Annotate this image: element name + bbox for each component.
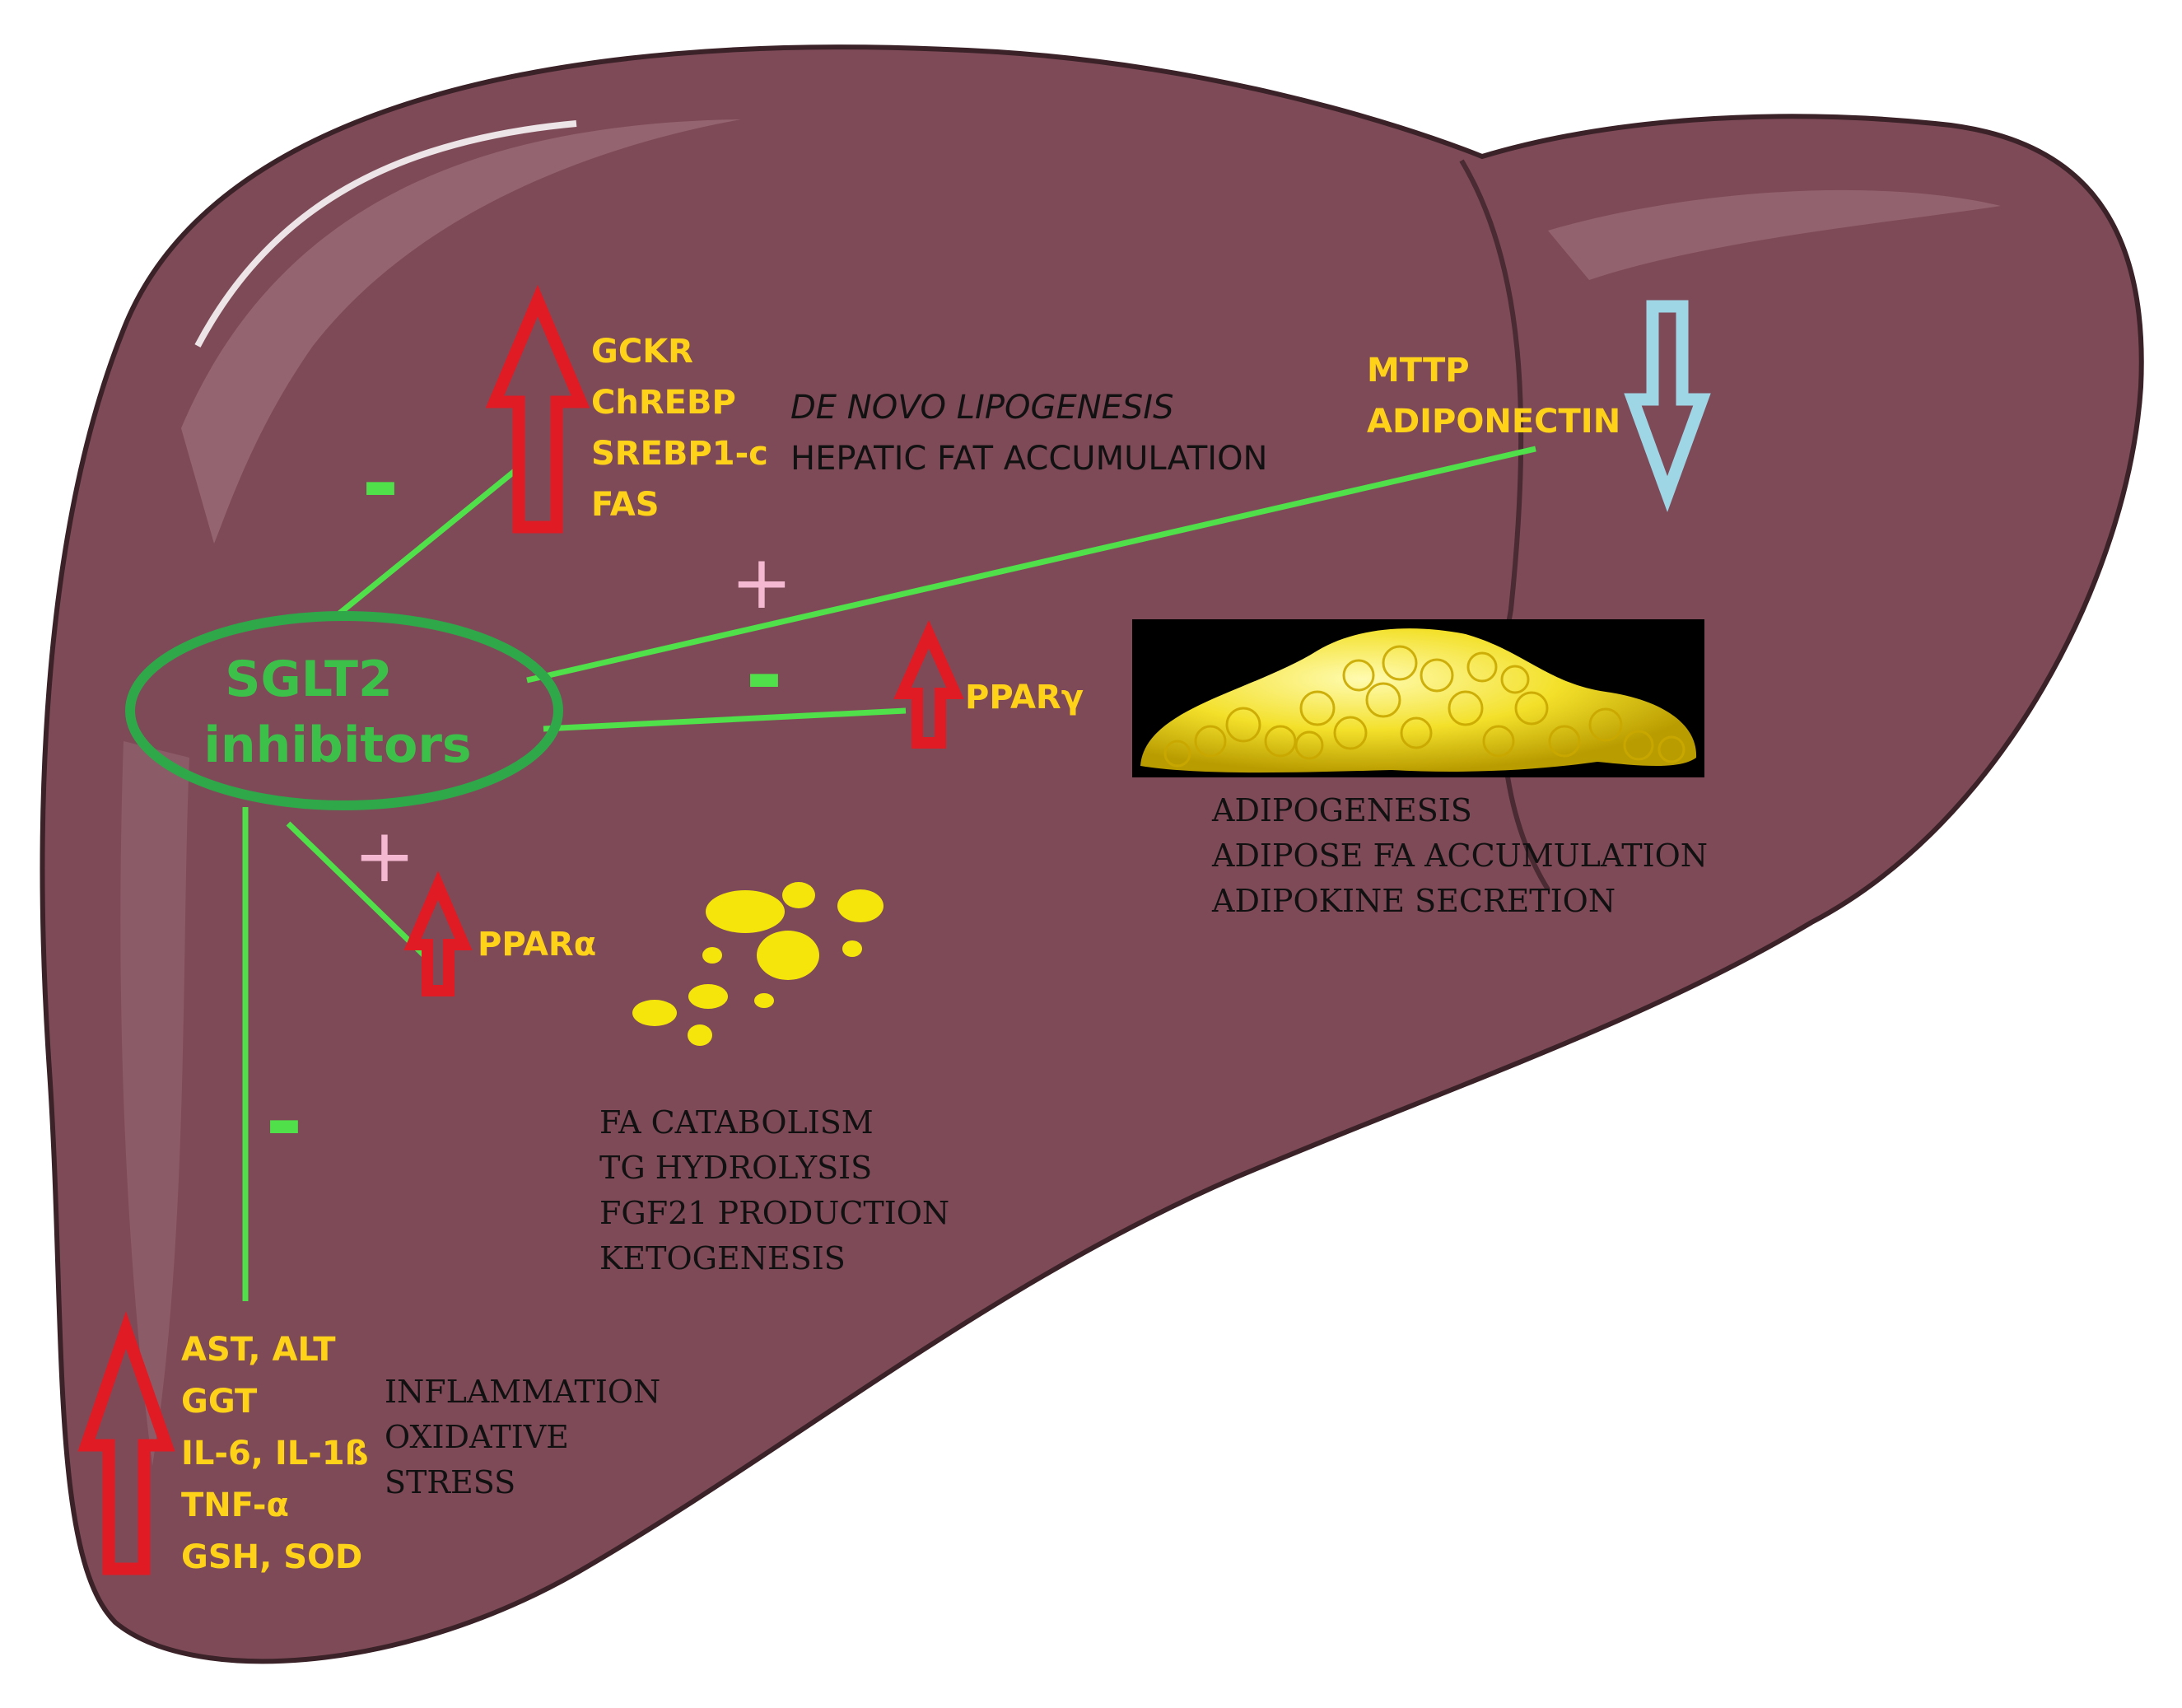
effect-ketogenesis: KETOGENESIS xyxy=(599,1240,846,1276)
plus-sign-adiponectin: + xyxy=(730,539,792,626)
lobe-division-line xyxy=(1459,159,1550,891)
marker-fas: FAS xyxy=(591,486,660,524)
marker-ggt: GGT xyxy=(181,1383,258,1421)
up-arrow-lipogenesis xyxy=(485,284,590,534)
marker-mttp: MTTP xyxy=(1367,352,1470,390)
up-arrow-inflammation xyxy=(77,1311,175,1575)
fat-droplets xyxy=(632,882,884,1046)
effect-inflammation: INFLAMMATION xyxy=(385,1374,660,1410)
sglt2-label: SGLT2 xyxy=(225,651,392,708)
marker-tnf-alpha: TNF-α xyxy=(181,1486,289,1524)
down-arrow-adiponectin xyxy=(1624,300,1711,512)
connection-lines xyxy=(242,446,1536,1301)
line-to-adiponectin xyxy=(526,446,1536,684)
effect-tg-hydrolysis: TG HYDROLYSIS xyxy=(599,1150,872,1186)
effect-de-novo-lipogenesis: DE NOVO LIPOGENESIS xyxy=(790,389,1174,427)
liver-shine xyxy=(194,120,577,348)
line-to-lipogenesis xyxy=(337,465,521,616)
ppar-gamma-label: PPARγ xyxy=(965,679,1084,716)
marker-ast-alt: AST, ALT xyxy=(181,1331,336,1369)
adipose-droplets xyxy=(1163,645,1685,768)
plus-sign-ppar-alpha: + xyxy=(353,813,415,899)
effect-oxidative: OXIDATIVE xyxy=(385,1419,569,1455)
marker-gckr: GCKR xyxy=(591,333,693,371)
marker-chrebp: ChREBP xyxy=(591,384,736,422)
effect-fgf21-production: FGF21 PRODUCTION xyxy=(599,1195,949,1231)
adipose-tissue-image xyxy=(1132,619,1704,777)
effect-hepatic-fat-accumulation: HEPATIC FAT ACCUMULATION xyxy=(790,440,1267,478)
ppar-alpha-label: PPARα xyxy=(478,926,596,964)
line-to-ppar-alpha xyxy=(286,821,427,958)
effect-stress: STRESS xyxy=(385,1464,515,1500)
line-to-ppar-gamma xyxy=(543,707,907,732)
marker-il6-il1b: IL-6, IL-1ß xyxy=(181,1435,369,1472)
inhibitors-label: inhibitors xyxy=(203,716,471,774)
up-arrow-ppar-alpha xyxy=(403,870,473,996)
up-arrow-ppar-gamma xyxy=(893,619,964,749)
liver-shape xyxy=(40,44,2144,1664)
effect-adipokine-secretion: ADIPOKINE SECRETION xyxy=(1211,883,1616,919)
liver-left-highlight xyxy=(120,741,189,1466)
marker-gsh-sod: GSH, SOD xyxy=(181,1538,362,1576)
marker-adiponectin: ADIPONECTIN xyxy=(1367,403,1620,441)
minus-sign-lipogenesis: - xyxy=(361,431,399,536)
effect-adipose-fa-accumulation: ADIPOSE FA ACCUMULATION xyxy=(1211,838,1708,874)
effect-fa-catabolism: FA CATABOLISM xyxy=(599,1104,874,1141)
minus-sign-inflammation: - xyxy=(265,1069,303,1174)
effect-adipogenesis: ADIPOGENESIS xyxy=(1211,792,1472,828)
sglt2-ellipse xyxy=(125,611,563,810)
liver-highlight xyxy=(181,119,741,544)
minus-sign-ppar-gamma: - xyxy=(745,623,783,728)
right-lobe-highlight xyxy=(1548,189,2001,280)
marker-srebp1c: SREBP1-c xyxy=(591,435,768,473)
adipose-mass xyxy=(1140,628,1697,773)
